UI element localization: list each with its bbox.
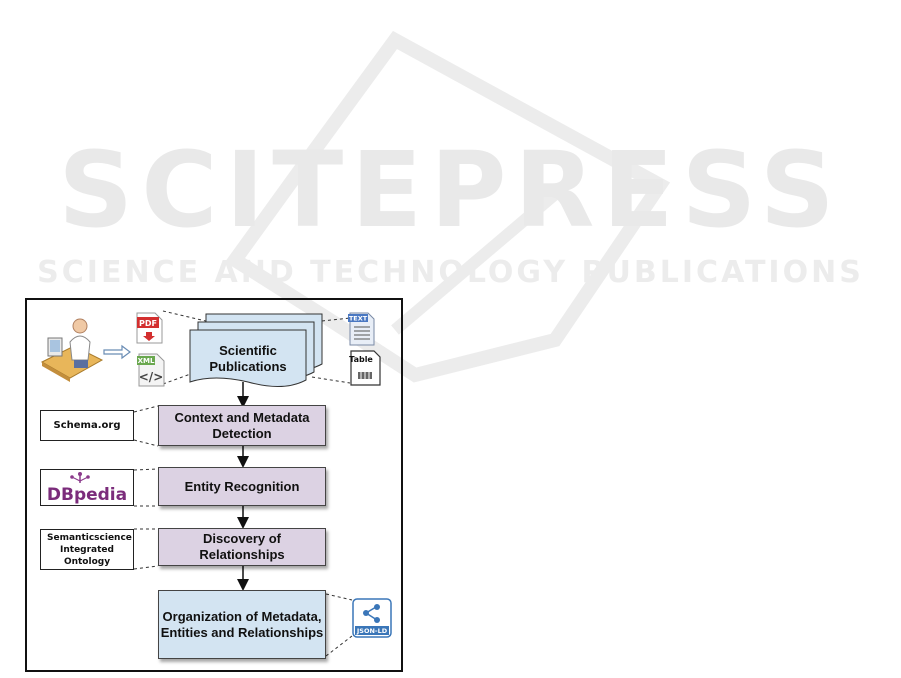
json-ld-icon-text: JSON-LD xyxy=(356,627,388,635)
schema-org-source: Schema.org xyxy=(40,410,134,441)
text-icon-text: TEXT xyxy=(349,315,368,323)
organization-step: Organization of Metadata, Entities and R… xyxy=(158,590,326,659)
dbpedia-logo-text: DBpedia xyxy=(47,485,127,505)
table-file-icon: Table xyxy=(348,350,382,386)
scientific-publications-label: Scientific Publications xyxy=(193,343,303,375)
table-icon-text: Table xyxy=(349,355,373,364)
text-file-icon: TEXT xyxy=(346,312,376,346)
sio-source: Semanticscience Integrated Ontology xyxy=(40,529,134,570)
discovery-relationships-step: Discovery of Relationships xyxy=(158,528,326,566)
json-ld-icon: JSON-LD xyxy=(352,598,392,638)
context-metadata-detection-step: Context and Metadata Detection xyxy=(158,405,326,446)
entity-recognition-step: Entity Recognition xyxy=(158,467,326,506)
sio-source-label: Semanticscience Integrated Ontology xyxy=(47,532,127,568)
dbpedia-logo: DBpedia xyxy=(40,469,134,506)
